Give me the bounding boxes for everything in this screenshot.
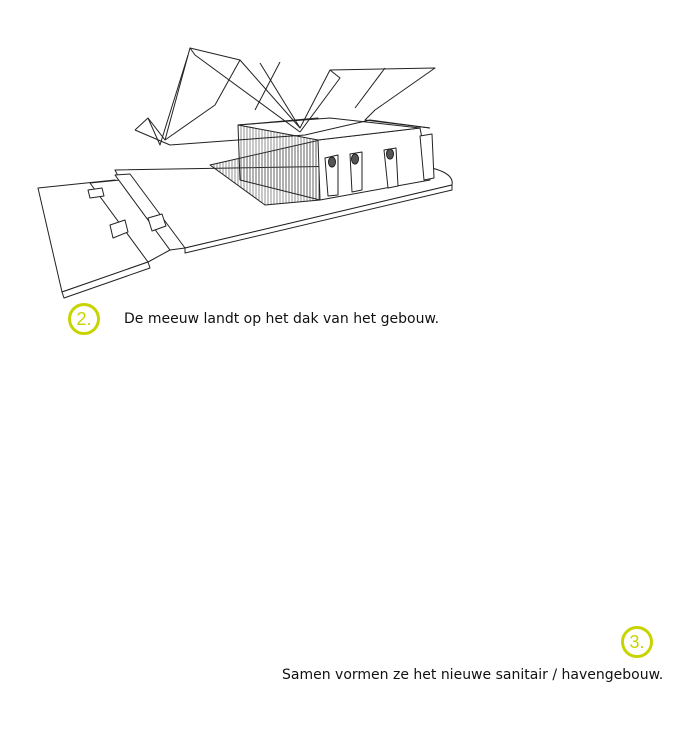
step-3-caption: Samen vormen ze het nieuwe sanitair / ha…	[282, 667, 664, 683]
wing-roof	[134, 47, 436, 146]
step-2-badge: 2.	[68, 303, 100, 335]
step-2-caption: De meeuw landt op het dak van het gebouw…	[124, 311, 440, 327]
window-row	[324, 133, 435, 197]
step-3-badge: 3.	[621, 626, 653, 658]
building-drawing-step-2	[37, 47, 453, 299]
